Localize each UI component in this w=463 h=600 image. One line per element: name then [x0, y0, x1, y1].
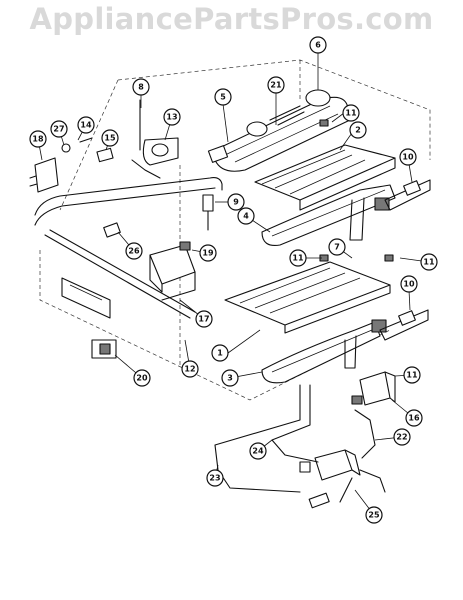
- callout-5: 5: [214, 88, 232, 106]
- svg-text:25: 25: [368, 511, 380, 520]
- svg-text:24: 24: [252, 447, 264, 456]
- callout-9: 9: [227, 193, 245, 211]
- clip-11a: [319, 119, 329, 127]
- callout-20: 20: [133, 369, 151, 387]
- burner-3: [261, 319, 387, 384]
- svg-text:10: 10: [402, 153, 414, 162]
- svg-text:1: 1: [217, 349, 223, 358]
- callout-21: 21: [267, 76, 285, 94]
- callout-16: 16: [405, 409, 423, 427]
- svg-text:7: 7: [334, 243, 340, 252]
- svg-text:16: 16: [408, 414, 420, 423]
- svg-text:6: 6: [315, 41, 321, 50]
- frame-outline: [39, 59, 431, 401]
- svg-text:3: 3: [227, 374, 233, 383]
- svg-text:11: 11: [345, 109, 357, 118]
- svg-text:15: 15: [104, 134, 116, 143]
- callout-10-upper: 10: [399, 148, 417, 166]
- callout-19: 19: [199, 244, 217, 262]
- callout-4: 4: [237, 207, 255, 225]
- callout-25: 25: [365, 506, 383, 524]
- callout-22: 22: [393, 428, 411, 446]
- svg-text:26: 26: [128, 247, 140, 256]
- svg-text:23: 23: [209, 474, 220, 483]
- svg-text:21: 21: [270, 81, 282, 90]
- clip-11c: [384, 254, 394, 262]
- valve-15: [96, 147, 114, 163]
- manifold-pipe: [44, 229, 196, 319]
- callout-1: 1: [211, 344, 229, 362]
- callout-11-mid: 11: [289, 249, 307, 267]
- svg-text:11: 11: [292, 254, 304, 263]
- tube-22: [354, 409, 376, 459]
- tube-24: [271, 384, 319, 463]
- tube-fitting: [308, 492, 330, 509]
- svg-text:8: 8: [138, 83, 144, 92]
- callout-11-lower: 11: [403, 366, 421, 384]
- regulator-25: [299, 449, 386, 503]
- callout-6: 6: [309, 36, 327, 54]
- svg-text:5: 5: [220, 93, 226, 102]
- svg-text:2: 2: [355, 126, 361, 135]
- svg-text:20: 20: [136, 374, 148, 383]
- front-rail: [61, 277, 111, 319]
- watermark-text: AppliancePartsPros.com: [29, 2, 434, 36]
- callout-23: 23: [206, 469, 224, 487]
- svg-text:18: 18: [32, 135, 44, 144]
- callout-13: 13: [163, 108, 181, 126]
- callout-24: 24: [249, 442, 267, 460]
- svg-text:12: 12: [184, 365, 195, 374]
- tube-23: [214, 384, 301, 493]
- callout-18: 18: [29, 130, 47, 148]
- svg-text:10: 10: [403, 280, 415, 289]
- burner-4: [261, 184, 396, 247]
- callout-26: 26: [125, 242, 143, 260]
- svg-text:13: 13: [166, 113, 177, 122]
- left-valve-assembly: [29, 137, 93, 193]
- callout-27: 27: [50, 120, 68, 138]
- callout-2: 2: [349, 121, 367, 139]
- callout-17: 17: [195, 310, 213, 328]
- callout-12: 12: [181, 360, 199, 378]
- svg-text:17: 17: [198, 315, 209, 324]
- svg-text:11: 11: [423, 258, 435, 267]
- burner-grate-2: [254, 144, 396, 211]
- ignition-switch-20: [91, 339, 117, 359]
- valve-8-13: [131, 99, 179, 179]
- gas-manifold-tube: [34, 177, 223, 226]
- orifice-fitting-lower: [398, 310, 416, 326]
- svg-text:9: 9: [233, 198, 239, 207]
- svg-text:4: 4: [243, 212, 249, 221]
- callout-8: 8: [132, 78, 150, 96]
- svg-text:22: 22: [396, 433, 407, 442]
- callout-3: 3: [221, 369, 239, 387]
- callout-10-lower: 10: [400, 275, 418, 293]
- burner-grate-1: [224, 261, 391, 334]
- callout-7: 7: [328, 238, 346, 256]
- callout-15: 15: [101, 129, 119, 147]
- valve-9: [202, 194, 214, 231]
- callout-11-top: 11: [342, 104, 360, 122]
- svg-text:11: 11: [406, 371, 418, 380]
- svg-text:14: 14: [80, 121, 92, 130]
- bracket-16: [351, 371, 396, 406]
- orifice-fitting-upper: [403, 180, 421, 196]
- svg-text:19: 19: [202, 249, 214, 258]
- callout-11-right: 11: [420, 253, 438, 271]
- control-box-17: [149, 241, 196, 301]
- connector-26: [103, 222, 121, 238]
- callout-14: 14: [77, 116, 95, 134]
- svg-text:27: 27: [53, 125, 64, 134]
